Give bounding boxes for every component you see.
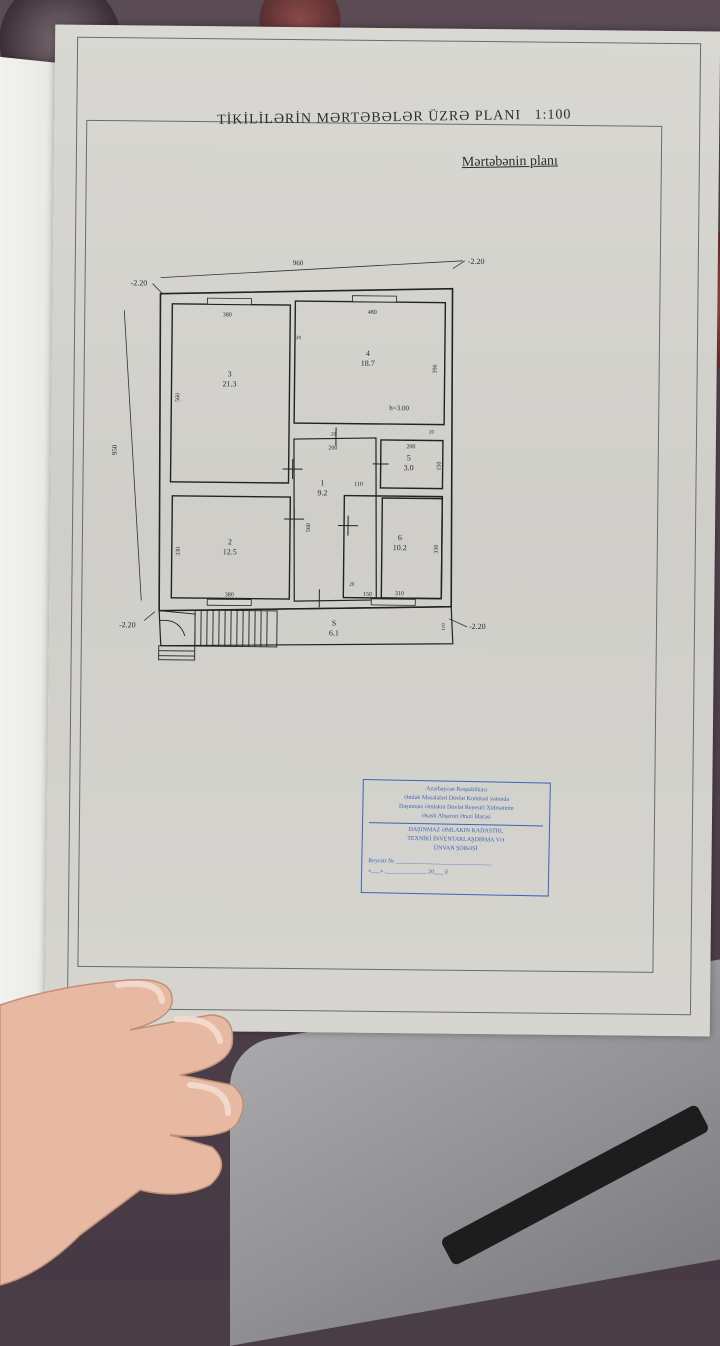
hand-holding-page xyxy=(0,975,245,1295)
stairs xyxy=(159,610,278,661)
room-5-height: 150 xyxy=(437,462,443,471)
room-3-height: 560 xyxy=(175,393,181,402)
room-2-number: 2 xyxy=(228,537,232,546)
porch-area: 6.1 xyxy=(329,628,339,637)
room-1-bottom: 150 xyxy=(363,592,372,598)
window xyxy=(207,298,251,304)
room-4-height: 390 xyxy=(433,365,439,374)
level-mark-top-left: -2.20 xyxy=(131,278,148,287)
overall-height-label: 950 xyxy=(111,444,119,455)
wall-thickness: 20 xyxy=(429,430,435,435)
level-mark-bottom-right: -2.20 xyxy=(469,622,486,631)
room-4-number: 4 xyxy=(366,349,370,358)
window xyxy=(371,599,415,605)
window xyxy=(352,296,396,302)
room-6-width: 310 xyxy=(395,591,404,597)
overall-width-label: 960 xyxy=(293,259,304,267)
room-1-top: 200 xyxy=(328,445,337,451)
window xyxy=(207,599,251,605)
room-4-area: 18.7 xyxy=(361,359,375,368)
level-mark-bottom-left: -2.20 xyxy=(119,620,136,629)
plan-subtitle: Mərtəbənin planı xyxy=(462,154,558,172)
room-2-width: 380 xyxy=(225,592,234,598)
room-3-area: 21.3 xyxy=(222,379,236,388)
room-5-number: 5 xyxy=(407,453,411,462)
room-2-area: 12.5 xyxy=(223,547,237,556)
room-2-height: 330 xyxy=(176,547,182,556)
room-1-number: 1 xyxy=(320,478,324,487)
room-1 xyxy=(292,437,378,602)
floor-plan-drawing: 960 950 -2.20 -2.20 -2.20 -2.20 3 21.3 3… xyxy=(109,215,534,669)
wall-thickness: 20 xyxy=(349,583,355,588)
scale-label: 1:100 xyxy=(534,107,571,123)
room-3-number: 3 xyxy=(228,369,232,378)
room-3-width: 380 xyxy=(223,312,232,318)
room-1-height: 560 xyxy=(306,523,312,532)
room-5-area: 3.0 xyxy=(404,463,414,472)
level-mark-top-right: -2.20 xyxy=(468,257,485,266)
room-6-height: 330 xyxy=(434,545,440,554)
room-6-area: 10.2 xyxy=(393,543,407,552)
porch-height: 110 xyxy=(442,623,447,631)
room-3 xyxy=(170,304,290,483)
porch-label: S xyxy=(332,618,337,627)
floor-plan-sheet: TİKİLİLƏRİN MƏRTƏBƏLƏR ÜZRƏ PLANI 1:100 … xyxy=(45,25,720,1037)
cadastre-stamp: Azərbaycan Respublikası Əmlak Məsələləri… xyxy=(361,779,551,897)
doors xyxy=(281,427,389,608)
ceiling-height: h=3.00 xyxy=(389,404,409,412)
room-4-width: 480 xyxy=(368,310,377,316)
room-6-number: 6 xyxy=(398,533,402,542)
wall-thickness: 20 xyxy=(296,336,302,341)
room-1-mid: 110 xyxy=(354,482,363,488)
room-1-area: 9.2 xyxy=(317,488,327,497)
room-5-width: 200 xyxy=(406,444,415,450)
